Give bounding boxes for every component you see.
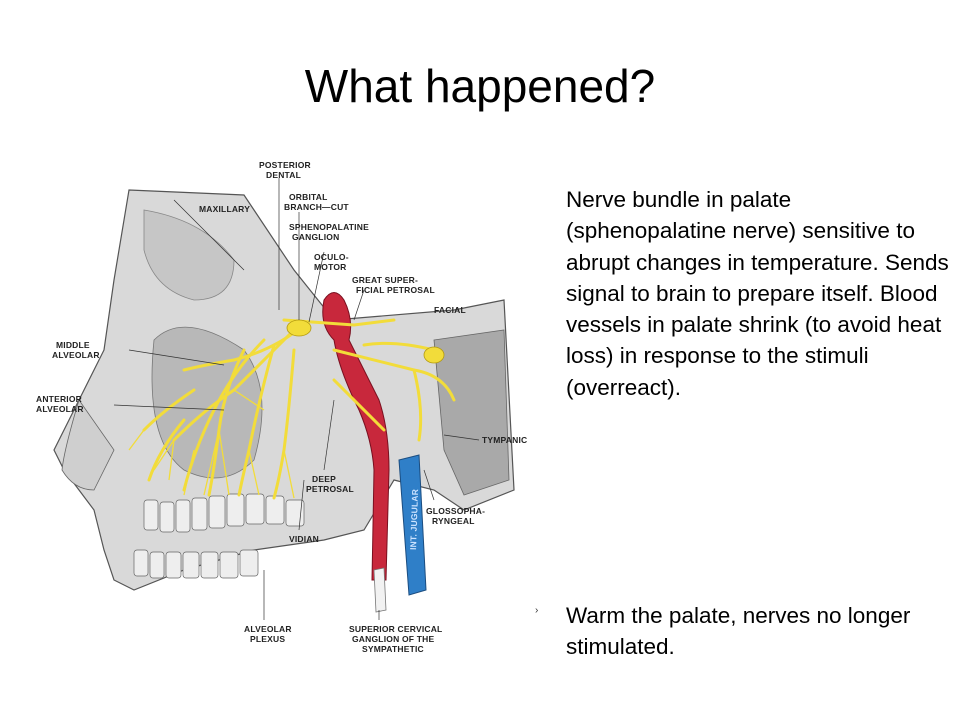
oculomotor-label-2: MOTOR [314, 262, 346, 272]
skull-outline [53, 189, 515, 591]
superior-cervical-label-3: SYMPATHETIC [362, 644, 424, 654]
skull-nerve-diagram: INT. JUGULAR [36, 160, 527, 654]
middle-alveolar-label-1: MIDDLE [56, 340, 90, 350]
lower-teeth [133, 549, 259, 579]
orbital-label-1: ORBITAL [289, 192, 328, 202]
anterior-alveolar-label-2: ALVEOLAR [36, 404, 84, 414]
glossopharyngeal-label-2: RYNGEAL [432, 516, 475, 526]
nerve-fine-branches [128, 389, 295, 499]
alveolar-plexus-label-2: PLEXUS [250, 634, 285, 644]
tympanic-label: TYMPANIC [482, 435, 527, 445]
slide-title: What happened? [304, 60, 656, 112]
sphenopalatine-label-1: SPHENOPALATINE [289, 222, 369, 232]
internal-jugular-vein [398, 454, 427, 596]
nose [61, 399, 115, 491]
superior-cervical-label-2: GANGLION OF THE [352, 634, 434, 644]
oculomotor-label-1: OCULO- [314, 252, 349, 262]
orbital-label-2: BRANCH—CUT [284, 202, 349, 212]
posterior-dental-label-1: POSTERIOR [259, 160, 311, 170]
sphenopalatine-label-2: GANGLION [292, 232, 339, 242]
superior-cervical-label-1: SUPERIOR CERVICAL [349, 624, 442, 634]
bullet-item: › Warm the palate, nerves no longer stim… [535, 600, 951, 663]
anatomical-illustration: INT. JUGULAR [34, 150, 554, 710]
alveolar-plexus-label-1: ALVEOLAR [244, 624, 292, 634]
bullet-text: Warm the palate, nerves no longer stimul… [566, 603, 911, 660]
explanation-paragraph: Nerve bundle in palate (sphenopalatine n… [566, 187, 949, 400]
int-jugular-label: INT. JUGULAR [408, 489, 420, 550]
facial-label: FACIAL [434, 305, 466, 315]
sympathetic-trunk [373, 567, 387, 613]
great-superficial-label-2: FICIAL PETROSAL [356, 285, 435, 295]
maxillary-label: MAXILLARY [199, 204, 250, 214]
vidian-label: VIDIAN [289, 534, 319, 544]
bullet-marker: › [535, 605, 539, 616]
sphenopalatine-ganglion [286, 319, 312, 337]
orbit-region [143, 209, 235, 301]
upper-teeth [143, 493, 305, 533]
maxillary-sinus [151, 326, 263, 479]
middle-alveolar-label-2: ALVEOLAR [52, 350, 100, 360]
explanation-text-block: Nerve bundle in palate (sphenopalatine n… [566, 184, 951, 403]
deep-petrosal-label-1: DEEP [312, 474, 336, 484]
glossopharyngeal-label-1: GLOSSOPHA- [426, 506, 485, 516]
facial-ganglion [423, 346, 445, 364]
anterior-alveolar-label-1: ANTERIOR [36, 394, 82, 404]
posterior-dental-label-2: DENTAL [266, 170, 301, 180]
temporal-bone [433, 329, 510, 496]
deep-petrosal-label-2: PETROSAL [306, 484, 354, 494]
great-superficial-label-1: GREAT SUPER- [352, 275, 418, 285]
label-leader-lines [113, 178, 480, 620]
